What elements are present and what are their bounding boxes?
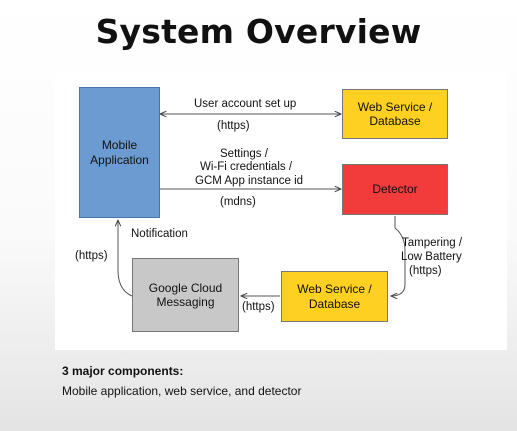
settings-protocol: (mdns): [220, 196, 256, 208]
settings-label-1: Settings /: [220, 148, 268, 160]
footer-text: Mobile application, web service, and det…: [62, 384, 302, 398]
gcm-node: Google Cloud Messaging: [132, 258, 239, 332]
tampering-label-1: Tampering /: [402, 237, 463, 249]
tampering-arrow: [391, 216, 406, 296]
footer-heading: 3 major components:: [62, 364, 184, 378]
web-service-bottom-node: Web Service / Database: [281, 271, 388, 322]
notification-protocol: (https): [75, 250, 108, 262]
settings-label-3: GCM App instance id: [195, 175, 304, 187]
notification-arrow: [118, 220, 133, 297]
mobile-application-node: Mobile Application: [79, 87, 160, 218]
user-account-label: User account set up: [194, 98, 297, 110]
slide-title: System Overview: [95, 12, 422, 51]
user-account-protocol: (https): [217, 120, 250, 132]
settings-label-2: Wi-Fi credentials /: [200, 161, 293, 173]
web-service-top-node: Web Service / Database: [342, 89, 448, 139]
gcm-protocol: (https): [242, 301, 275, 313]
tampering-protocol: (https): [409, 265, 442, 277]
tampering-label-2: Low Battery: [401, 251, 462, 263]
notification-label: Notification: [131, 228, 188, 240]
detector-node: Detector: [342, 164, 448, 215]
